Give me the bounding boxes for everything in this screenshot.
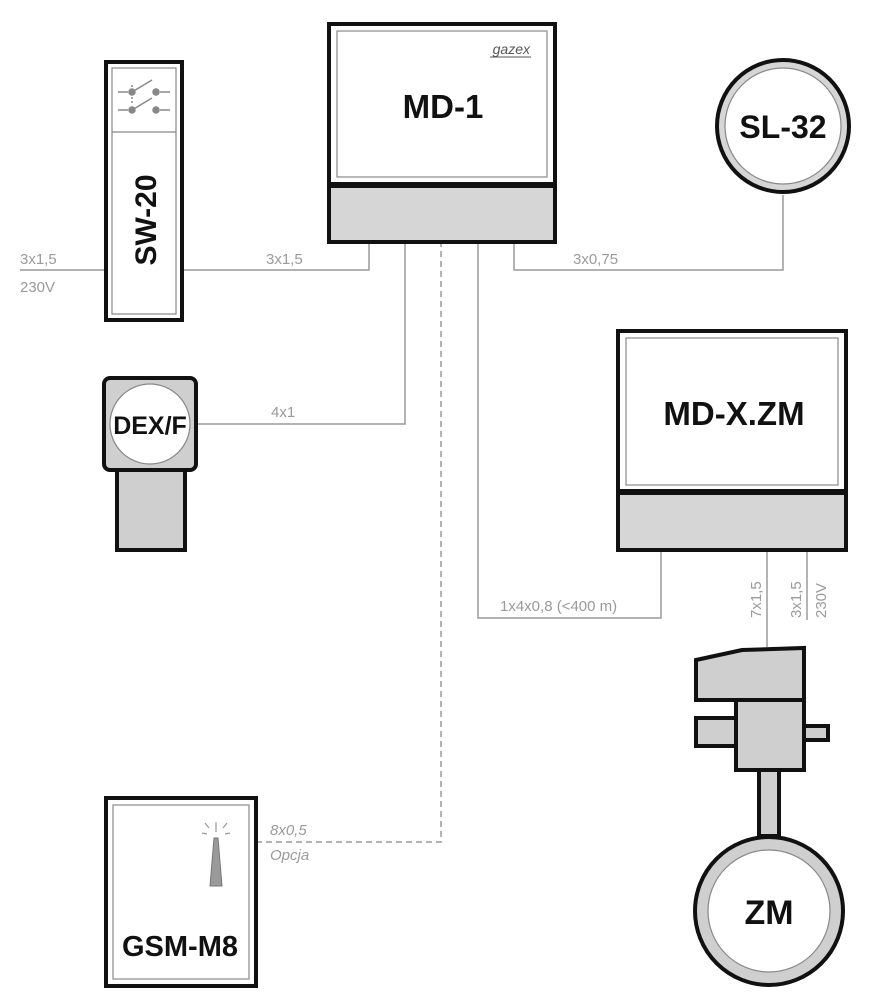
- cable-labels: 3x1,5 230V 3x1,5 3x0,75 4x1 1x4x0,8 (<40…: [20, 251, 830, 864]
- sl32-device: SL-32: [715, 58, 851, 194]
- switch-icon: [118, 79, 170, 114]
- zm-label: ZM: [744, 894, 793, 932]
- sw20-label: SW-20: [130, 174, 163, 265]
- gsm-device: GSM-M8: [104, 796, 258, 988]
- gazex-logo: gazex: [493, 41, 531, 57]
- md1-label: MD-1: [403, 88, 484, 125]
- actuator-head: [694, 645, 806, 702]
- md1-sl32-wire: [513, 195, 784, 271]
- md1-mdxzm-cable-label: 1x4x0,8 (<400 m): [500, 598, 617, 615]
- dex-md1-wire: [196, 243, 406, 425]
- mdxzm-device: MD-X.ZM: [616, 329, 848, 552]
- md1-sl32-cable-label: 3x0,75: [573, 251, 618, 268]
- sw20-md1-cable-label: 3x1,5: [266, 251, 303, 268]
- md1-device: gazex MD-1: [327, 22, 557, 244]
- sw20-device: SW-20: [104, 60, 184, 322]
- dexf-device: DEX/F: [102, 376, 198, 552]
- gsm-option-label: Opcja: [270, 847, 309, 864]
- supply-cable-label: 3x1,5: [20, 251, 57, 268]
- md1-mdxzm-wire: [477, 243, 662, 619]
- zm-valve: ZM: [693, 645, 845, 987]
- gsm-label: GSM-M8: [122, 931, 238, 963]
- wires: [20, 195, 808, 843]
- sl32-label: SL-32: [739, 109, 826, 145]
- gsm-md1-wire: [256, 243, 442, 843]
- mdxzm-label: MD-X.ZM: [663, 395, 804, 432]
- gsm-cable-label: 8x0,5: [270, 822, 307, 839]
- supply-voltage-label: 230V: [20, 279, 55, 296]
- antenna-icon: [201, 822, 231, 887]
- sw20-md1-wire: [182, 243, 370, 271]
- dexf-label: DEX/F: [113, 412, 187, 440]
- mdxzm-supply-cable-label: 3x1,5: [788, 581, 805, 618]
- mdxzm-valve-cable-label: 7x1,5: [748, 581, 765, 618]
- dex-md1-cable-label: 4x1: [271, 404, 295, 421]
- mdxzm-supply-voltage-label: 230V: [813, 583, 830, 618]
